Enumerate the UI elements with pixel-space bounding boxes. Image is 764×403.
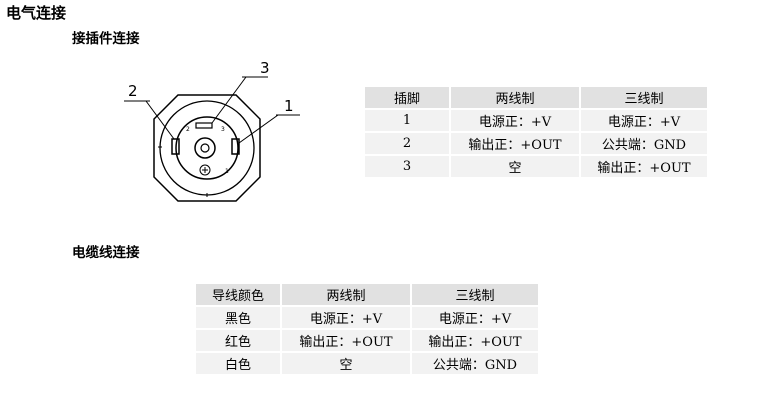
table-cell: 电源正：+V: [410, 305, 540, 330]
cable-section-heading: 电缆线连接: [72, 245, 140, 261]
table-row: 黑色 电源正：+V 电源正：+V: [194, 305, 540, 330]
table-cell: 红色: [194, 328, 282, 353]
callout-label-3: 3: [260, 59, 270, 77]
pin-slot-2: [171, 138, 180, 155]
table-row: 白色 空 公共端：GND: [194, 351, 540, 376]
connector-section-heading: 接插件连接: [72, 31, 140, 47]
table-cell: 电源正：+V: [449, 108, 581, 133]
table-cell: 空: [449, 154, 581, 179]
header-cell: 两线制: [280, 282, 412, 307]
table-cell: 输出正：+OUT: [410, 328, 540, 353]
page-title: 电气连接: [6, 4, 67, 22]
pin-marking-2: 2: [186, 126, 190, 133]
table-cell: 电源正：+V: [280, 305, 412, 330]
table-header-row: 插脚 两线制 三线制: [363, 85, 709, 110]
table-cell: 输出正：+OUT: [449, 131, 581, 156]
header-cell: 三线制: [410, 282, 540, 307]
connector-housing: [153, 94, 261, 202]
header-cell: 三线制: [579, 85, 709, 110]
connector-ring-outer: [159, 100, 255, 196]
pin-table: 插脚 两线制 三线制 1 电源正：+V 电源正：+V 2 输出正：+OUT 公共…: [363, 85, 709, 179]
header-cell: 两线制: [449, 85, 581, 110]
table-cell: 黑色: [194, 305, 282, 330]
table-cell: 空: [280, 351, 412, 376]
table-row: 3 空 输出正：+OUT: [363, 154, 709, 179]
table-cell: 电源正：+V: [579, 108, 709, 133]
callout-label-2: 2: [128, 82, 138, 100]
table-cell: 白色: [194, 351, 282, 376]
pin-marking-3: 3: [221, 126, 225, 133]
table-cell: 1: [363, 108, 451, 133]
table-cell: 公共端：GND: [579, 131, 709, 156]
pin-slot-3: [195, 122, 213, 129]
callout-label-1: 1: [284, 97, 294, 115]
table-cell: 输出正：+OUT: [280, 328, 412, 353]
table-cell: 公共端：GND: [410, 351, 540, 376]
center-post: [194, 137, 216, 159]
table-header-row: 导线颜色 两线制 三线制: [194, 282, 540, 307]
table-row: 1 电源正：+V 电源正：+V: [363, 108, 709, 133]
connector-ring-inner: [175, 116, 239, 180]
connector-diagram: 2 3 1 2 3 1: [124, 59, 300, 202]
table-cell: 输出正：+OUT: [579, 154, 709, 179]
pin-slot-1: [231, 138, 240, 155]
center-post-hole: [200, 143, 210, 153]
header-cell: 插脚: [363, 85, 451, 110]
pin-marking-1: 1: [225, 168, 229, 175]
wire-color-table: 导线颜色 两线制 三线制 黑色 电源正：+V 电源正：+V 红色 输出正：+OU…: [194, 282, 540, 376]
header-cell: 导线颜色: [194, 282, 282, 307]
table-cell: 3: [363, 154, 451, 179]
table-cell: 2: [363, 131, 451, 156]
table-row: 红色 输出正：+OUT 输出正：+OUT: [194, 328, 540, 353]
table-row: 2 输出正：+OUT 公共端：GND: [363, 131, 709, 156]
ground-symbol-icon: [199, 164, 211, 176]
